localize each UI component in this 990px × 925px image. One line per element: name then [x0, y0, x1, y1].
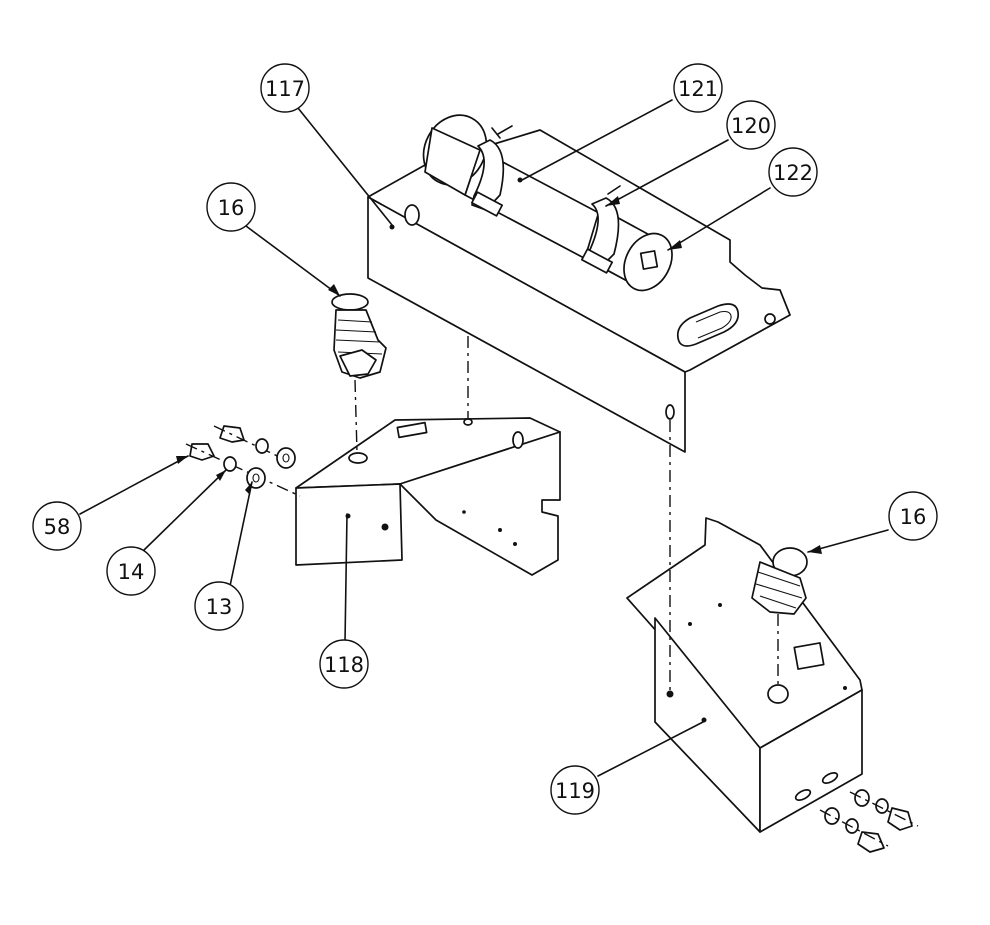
callout-16-lower: 16: [888, 491, 938, 541]
callout-121-label: 121: [678, 77, 718, 101]
push-button-16-lower: [751, 547, 808, 615]
callout-121: 121: [673, 63, 723, 113]
callout-117-label: 117: [265, 77, 305, 101]
fasteners-right: [819, 789, 919, 853]
callout-16-upper-label: 16: [218, 196, 245, 220]
callout-117: 117: [260, 63, 310, 113]
callout-13: 13: [194, 581, 244, 631]
fasteners-left: [185, 425, 301, 497]
cylinder-assembly-121: [422, 114, 673, 292]
callout-58: 58: [32, 501, 82, 551]
bracket-118: [295, 417, 561, 576]
callout-58-label: 58: [44, 515, 71, 539]
bracket-117: [367, 129, 791, 453]
callout-13-label: 13: [206, 595, 233, 619]
callout-122: 122: [768, 147, 818, 197]
callout-118: 118: [319, 639, 369, 689]
callout-120: 120: [726, 100, 776, 150]
push-button-16-upper: [331, 293, 387, 379]
callout-14: 14: [106, 546, 156, 596]
callout-16-upper: 16: [206, 182, 256, 232]
callout-119-label: 119: [555, 779, 595, 803]
callout-120-label: 120: [731, 114, 771, 138]
leader-lines: [79, 99, 889, 777]
callout-122-label: 122: [773, 161, 813, 185]
callout-14-label: 14: [118, 560, 145, 584]
callout-118-label: 118: [324, 653, 364, 677]
callout-16-lower-label: 16: [900, 505, 927, 529]
bracket-119: [626, 517, 863, 833]
callout-119: 119: [550, 765, 600, 815]
